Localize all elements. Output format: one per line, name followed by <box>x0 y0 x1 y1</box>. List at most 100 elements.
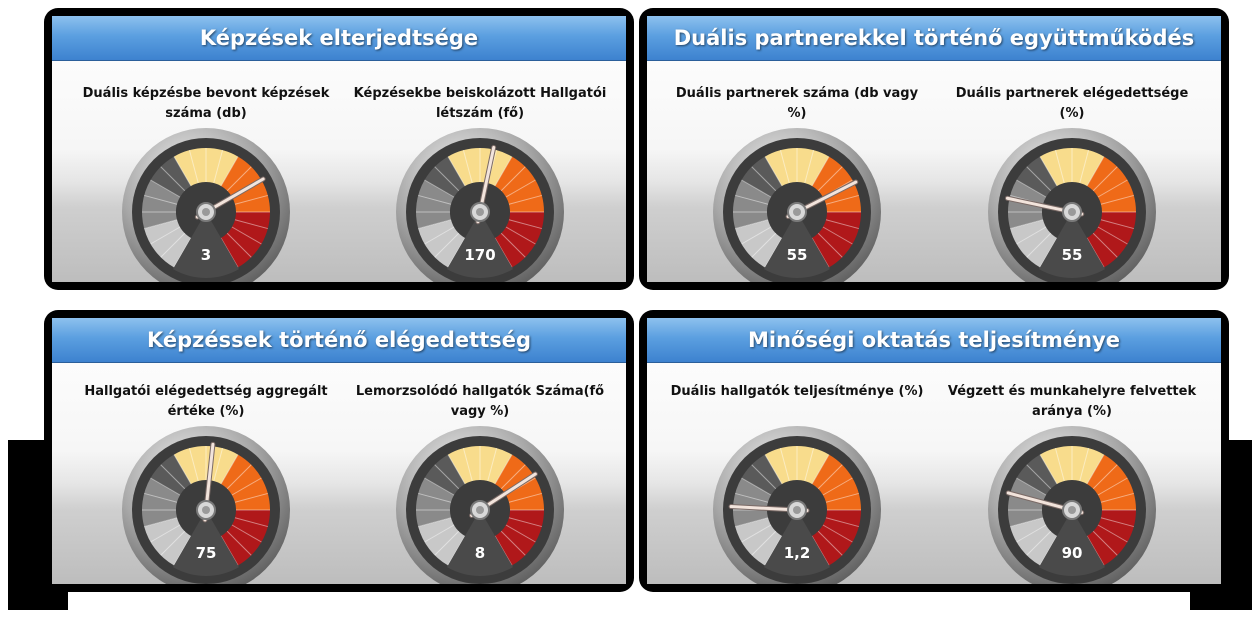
gauge-label: Lemorzsolódó hallgatók Száma(fő vagy %) <box>355 384 605 419</box>
gauge-tick <box>160 464 186 490</box>
gauge-tick <box>741 524 772 543</box>
panel-title: Képzéssek történő elégedettség <box>52 318 626 363</box>
gauge-tick <box>764 454 783 485</box>
gauge-zone <box>1087 510 1136 566</box>
gauge-zone <box>765 148 829 187</box>
gauge-tick <box>817 166 843 192</box>
gauge-tick <box>447 454 466 485</box>
gauge-tick <box>764 535 783 566</box>
gauge-bottom-sector <box>173 212 239 278</box>
gauge-tick <box>188 448 199 482</box>
gauge-dial: 8 <box>394 424 566 584</box>
gauge-tick <box>424 226 455 245</box>
gauge-tick <box>811 156 830 187</box>
gauge-zone <box>150 156 191 197</box>
gauge-zone <box>448 446 512 485</box>
gauge-zone <box>1040 446 1104 485</box>
gauge-zone <box>142 478 181 527</box>
gauge-tick <box>500 232 526 258</box>
gauge-zone <box>735 219 782 268</box>
panel-title: Képzések elterjedtsége <box>52 16 626 61</box>
gauge-tick <box>1092 530 1118 556</box>
gauge-zone <box>741 454 782 495</box>
gauge-tick <box>508 517 542 528</box>
gauge-tick <box>213 448 224 482</box>
gauge-zone <box>424 156 465 197</box>
gauge-zone <box>733 180 772 229</box>
gauge-tick <box>1097 524 1128 543</box>
gauge-tick <box>173 535 192 566</box>
gauge-tick <box>1026 166 1052 192</box>
gauge-tick <box>150 477 181 496</box>
panel-title: Duális partnerekkel történő együttműködé… <box>647 16 1221 61</box>
panel-dualis-partnerek: Duális partnerekkel történő együttműködé… <box>639 8 1229 290</box>
gauge-hub-center <box>202 506 210 514</box>
gauge-tick <box>508 219 542 230</box>
gauge-tick <box>1010 219 1044 230</box>
gauge-tick <box>811 454 830 485</box>
gauge-tick <box>144 517 178 528</box>
gauge-tick <box>751 166 777 192</box>
gauge-tick <box>500 530 526 556</box>
gauge-tick <box>226 530 252 556</box>
gauge-tick <box>494 156 513 187</box>
gauge-zone <box>424 454 465 495</box>
gauge-hub-center <box>793 506 801 514</box>
gauge-tick <box>735 194 769 205</box>
gauge-tick <box>751 530 777 556</box>
gauge-tick <box>434 166 460 192</box>
gauge-tick <box>1016 477 1047 496</box>
gauge-tick <box>434 530 460 556</box>
gauge-tick <box>500 464 526 490</box>
gauge-dial: 55 <box>986 126 1158 282</box>
gauge-svg <box>988 426 1156 584</box>
gauge-zone <box>448 148 512 187</box>
gauge-tick <box>1097 477 1128 496</box>
gauge-dial: 170 <box>394 126 566 282</box>
gauge-tick <box>1054 150 1065 184</box>
gauge-zone <box>812 510 861 566</box>
gauge-tick <box>751 232 777 258</box>
gauge-hub-center <box>202 208 210 216</box>
panel-minosegi-oktatas: Minőségi oktatás teljesítménye Duális ha… <box>639 310 1229 592</box>
gauge-tick <box>1097 179 1128 198</box>
gauge-tick <box>144 492 178 503</box>
gauge-hub-center <box>1068 506 1076 514</box>
gauge-tick <box>1092 464 1118 490</box>
gauge-tick <box>173 454 192 485</box>
gauge-svg <box>396 128 564 282</box>
gauge-svg <box>122 426 290 584</box>
gauge-tick <box>822 226 853 245</box>
gauge-tick <box>811 237 830 268</box>
gauge-tick <box>424 477 455 496</box>
gauge-tick <box>150 524 181 543</box>
gauge-tick <box>434 464 460 490</box>
gauge-tick <box>418 492 452 503</box>
gauge-label: Hallgatói elégedettség aggregált értéke … <box>84 384 328 419</box>
gauge-tick <box>1100 194 1134 205</box>
gauge-tick <box>418 219 452 230</box>
gauge-zone <box>733 478 772 527</box>
gauge-tick <box>434 232 460 258</box>
gauge-svg <box>713 426 881 584</box>
gauge-dial: 3 <box>120 126 292 282</box>
gauge-tick <box>508 492 542 503</box>
gauge-tick <box>804 150 815 184</box>
gauge-tick <box>487 448 498 482</box>
gauge-tick <box>1079 150 1090 184</box>
gauge-dial: 90 <box>986 424 1158 584</box>
gauge-tick <box>1016 179 1047 198</box>
gauge-zone <box>741 156 782 197</box>
gauge-tick <box>817 530 843 556</box>
gauge-zone <box>144 219 191 268</box>
gauge-tick <box>505 226 536 245</box>
gauge-tick <box>234 219 268 230</box>
gauge-zone <box>1087 454 1136 510</box>
gauge-zone <box>174 446 238 485</box>
gauge-tick <box>1016 226 1047 245</box>
gauge-tick <box>1092 232 1118 258</box>
gauge-tick <box>735 219 769 230</box>
gauge-zone <box>418 517 465 566</box>
gauge-bottom-sector <box>764 510 830 576</box>
gauge-value: 3 <box>200 246 212 264</box>
